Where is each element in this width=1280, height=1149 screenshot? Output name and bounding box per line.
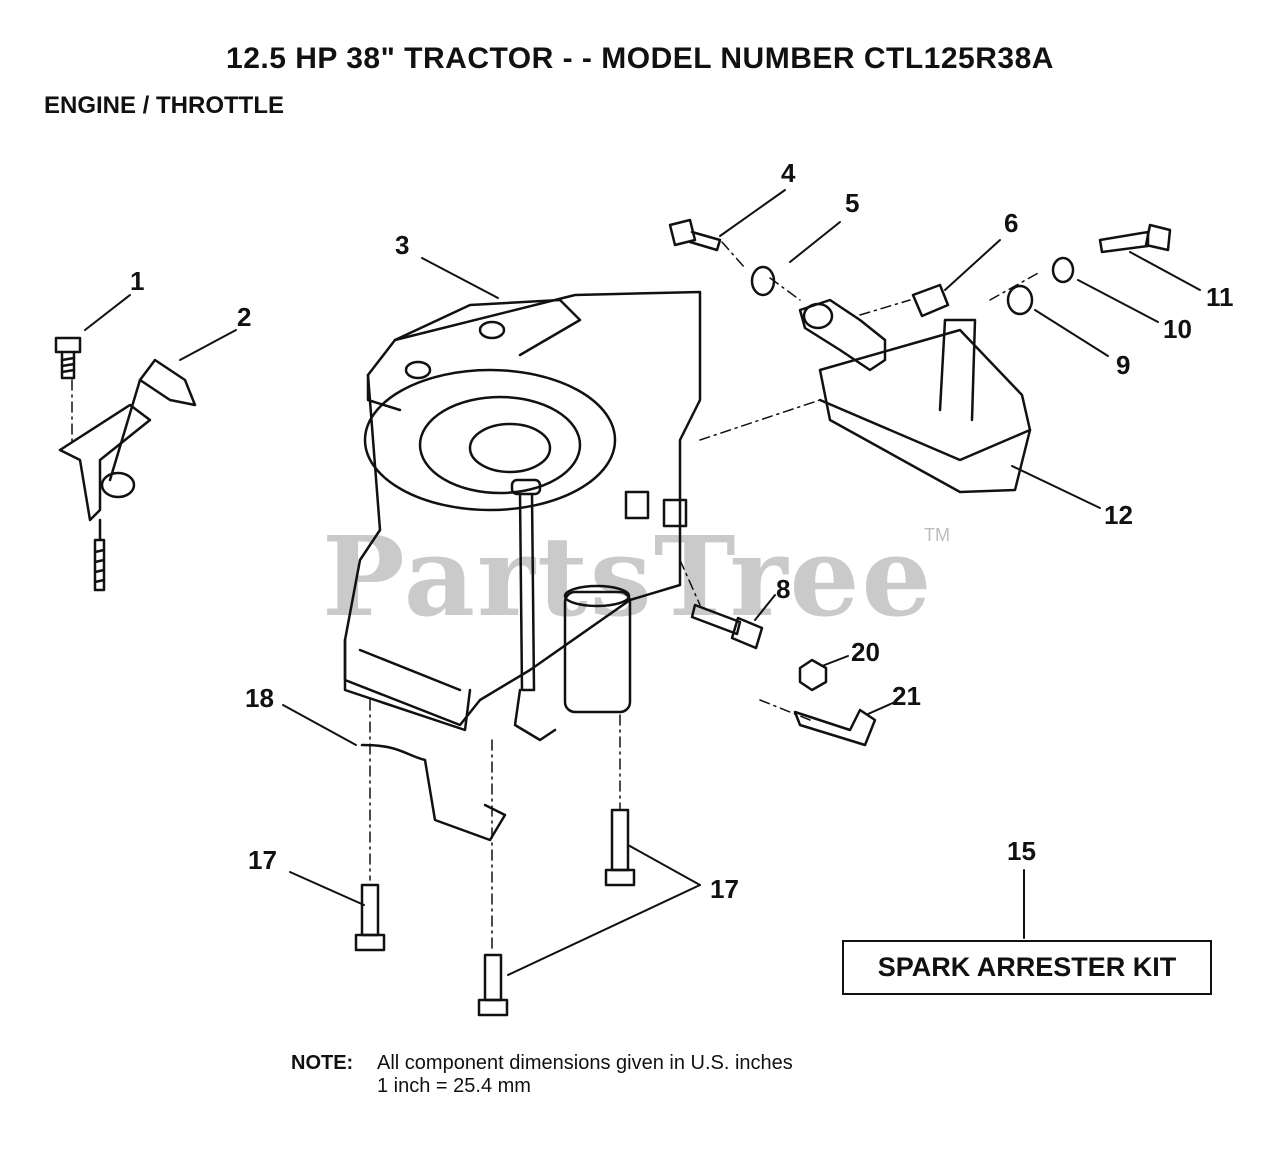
- spark-arrester-kit-box: SPARK ARRESTER KIT: [842, 940, 1212, 995]
- callout-1: 1: [130, 266, 145, 296]
- callout-21: 21: [892, 681, 921, 711]
- callout-2: 2: [237, 302, 252, 332]
- note-label: NOTE:: [291, 1052, 354, 1074]
- callout-5: 5: [845, 188, 860, 218]
- callout-8: 8: [776, 574, 791, 604]
- part-9-washer: [1006, 284, 1034, 316]
- part-5-lock-washer: [750, 265, 776, 297]
- callout-3: 3: [395, 230, 410, 260]
- part-17-bolt-right: [604, 808, 636, 887]
- callout-11: 11: [1206, 282, 1234, 312]
- callout-12: 12: [1104, 500, 1133, 530]
- callout-18: 18: [245, 683, 274, 713]
- callout-6: 6: [1004, 208, 1019, 238]
- part-18-rod: [360, 743, 507, 842]
- dimensions-note: NOTE: All component dimensions given in U…: [291, 1052, 793, 1098]
- part-3-engine: [343, 290, 702, 742]
- part-2-throttle-control: [58, 358, 197, 592]
- part-6-gasket: [911, 283, 950, 318]
- callout-9: 9: [1116, 350, 1131, 380]
- part-20-nut: [798, 658, 828, 692]
- callout-20: 20: [851, 637, 880, 667]
- diagram-title: 12.5 HP 38" TRACTOR - - MODEL NUMBER CTL…: [226, 42, 1054, 75]
- callout-4: 4: [781, 158, 796, 188]
- callout-10: 10: [1163, 314, 1192, 344]
- part-17-bolt-left: [354, 883, 386, 952]
- callout-17-left: 17: [248, 845, 277, 875]
- part-1-bolt: [54, 336, 82, 380]
- callout-15: 15: [1007, 836, 1036, 866]
- note-line-1: All component dimensions given in U.S. i…: [377, 1052, 793, 1074]
- part-21-clamp: [793, 708, 877, 747]
- part-17-bolt-center: [477, 953, 509, 1017]
- watermark-trademark: TM: [924, 525, 950, 545]
- callout-17-right: 17: [710, 874, 739, 904]
- part-12-muffler: [798, 298, 1032, 494]
- part-8-bolt: [690, 603, 764, 650]
- note-line-2: 1 inch = 25.4 mm: [377, 1075, 531, 1097]
- spark-arrester-kit-label: SPARK ARRESTER KIT: [877, 952, 1177, 982]
- part-4-bolt: [668, 218, 722, 252]
- leader-lines: [84, 189, 1201, 976]
- part-11-bolt: [1098, 223, 1172, 254]
- section-subtitle: ENGINE / THROTTLE: [44, 92, 284, 119]
- part-10-lock-washer: [1051, 256, 1075, 284]
- watermark-logo: PartsTree: [322, 512, 934, 641]
